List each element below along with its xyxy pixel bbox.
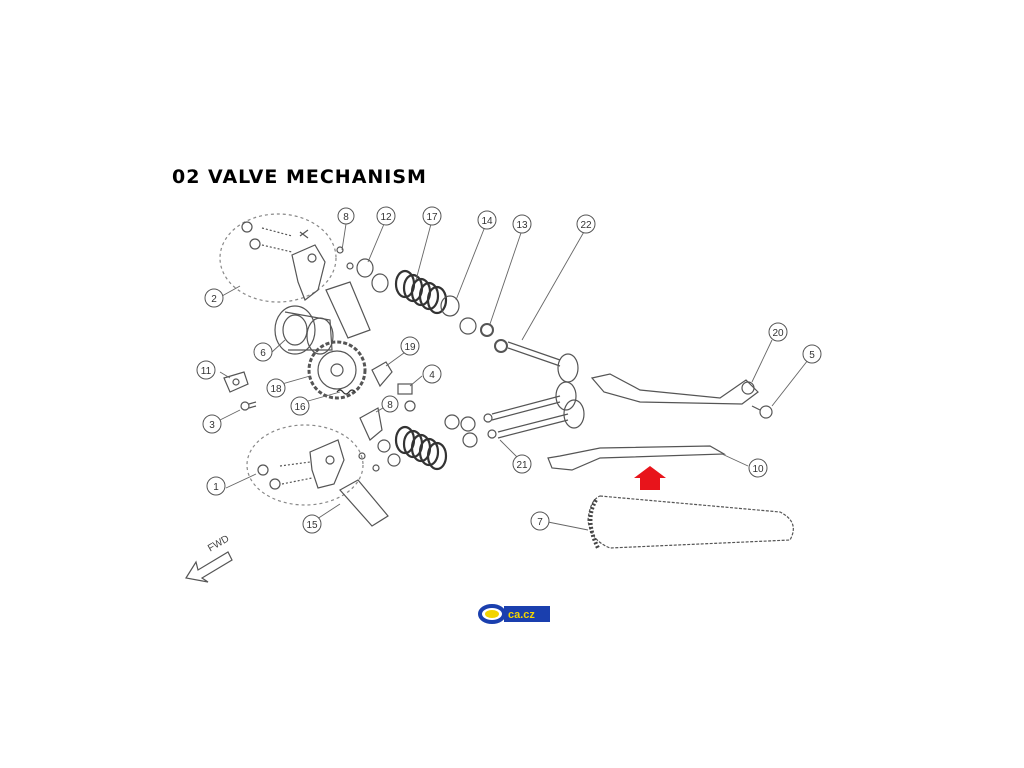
callout-10: 10	[748, 458, 768, 478]
diagram-title: 02 VALVE MECHANISM	[172, 166, 427, 188]
svg-text:10: 10	[752, 464, 764, 475]
bolt-4	[397, 383, 416, 412]
svg-text:13: 13	[516, 220, 528, 231]
callout-19: 19	[400, 336, 420, 356]
svg-text:19: 19	[404, 342, 416, 353]
svg-text:16: 16	[294, 402, 306, 413]
callout-8-lower: 8	[381, 395, 399, 413]
valve-stem-seal-upper	[480, 323, 494, 337]
svg-text:6: 6	[260, 348, 266, 359]
svg-text:14: 14	[481, 216, 493, 227]
valve-stem-seal-lower	[494, 339, 508, 353]
svg-text:12: 12	[380, 212, 392, 223]
callout-20: 20	[768, 322, 788, 342]
spring-seats-lower	[377, 413, 497, 467]
callout-1: 1	[206, 476, 226, 496]
timing-chain	[587, 495, 794, 549]
svg-text:3: 3	[209, 420, 215, 431]
valve-upper	[507, 341, 579, 383]
valve-lower-b	[497, 399, 585, 439]
callout-16: 16	[290, 396, 310, 416]
rocker-arm-lower-group-outline	[246, 424, 364, 506]
valve-seal-washer	[459, 317, 477, 335]
svg-text:8: 8	[343, 212, 349, 223]
svg-text:7: 7	[537, 517, 543, 528]
valve-springs-upper	[394, 269, 448, 315]
lever-part	[371, 361, 393, 388]
svg-text:21: 21	[516, 460, 528, 471]
callout-8-upper: 8	[337, 207, 355, 225]
callout-7: 7	[530, 511, 550, 531]
svg-text:17: 17	[426, 212, 438, 223]
callout-6: 6	[253, 342, 273, 362]
svg-text:4: 4	[429, 370, 435, 381]
callout-13: 13	[512, 214, 532, 234]
svg-text:11: 11	[201, 366, 212, 377]
callout-15: 15	[302, 514, 322, 534]
pivot-bolt	[751, 405, 773, 419]
spring-seat-upper	[440, 295, 460, 317]
callout-3: 3	[202, 414, 222, 434]
highlight-arrow	[634, 466, 666, 490]
small-spring	[336, 389, 356, 395]
logo-text: ca.cz	[508, 609, 535, 621]
callout-4: 4	[422, 364, 442, 384]
leader-lines	[219, 223, 809, 531]
rocker-arm-upper	[241, 221, 326, 301]
svg-text:20: 20	[772, 328, 784, 339]
svg-text:8: 8	[387, 400, 393, 411]
svg-text:5: 5	[809, 350, 815, 361]
svg-text:15: 15	[306, 520, 318, 531]
svg-text:1: 1	[213, 482, 219, 493]
forward-direction-label: FWD	[206, 533, 231, 554]
camshaft	[274, 305, 334, 355]
svg-text:22: 22	[580, 220, 592, 231]
cam-sprocket	[307, 340, 367, 400]
brand-logo: ca.cz	[478, 604, 550, 624]
svg-text:2: 2	[211, 294, 217, 305]
plate-part	[223, 371, 249, 393]
callout-17: 17	[422, 206, 442, 226]
small-bolt	[240, 401, 257, 411]
rocker-shaft-lower	[339, 479, 389, 527]
callout-2: 2	[204, 288, 224, 308]
chain-tensioner-arm	[590, 373, 759, 405]
callout-18: 18	[266, 378, 286, 398]
callout-11: 11	[196, 360, 216, 380]
valve-lower-a	[491, 381, 577, 421]
rocker-arm-upper-group-outline	[219, 213, 337, 303]
tensioner-part	[359, 407, 383, 441]
callout-14: 14	[477, 210, 497, 230]
rocker-shaft-upper	[325, 246, 389, 339]
callouts: 8 12 17 14 13 22 2 6 19 11 4 18 8 16 3 2…	[196, 206, 822, 534]
valve-springs-lower	[394, 425, 448, 471]
chain-guide	[547, 445, 727, 471]
callout-22: 22	[576, 214, 596, 234]
svg-text:18: 18	[270, 384, 282, 395]
callout-21: 21	[512, 454, 532, 474]
forward-direction-arrow	[185, 551, 233, 583]
callout-12: 12	[376, 206, 396, 226]
callout-5: 5	[802, 344, 822, 364]
rocker-arm-lower	[257, 439, 380, 490]
